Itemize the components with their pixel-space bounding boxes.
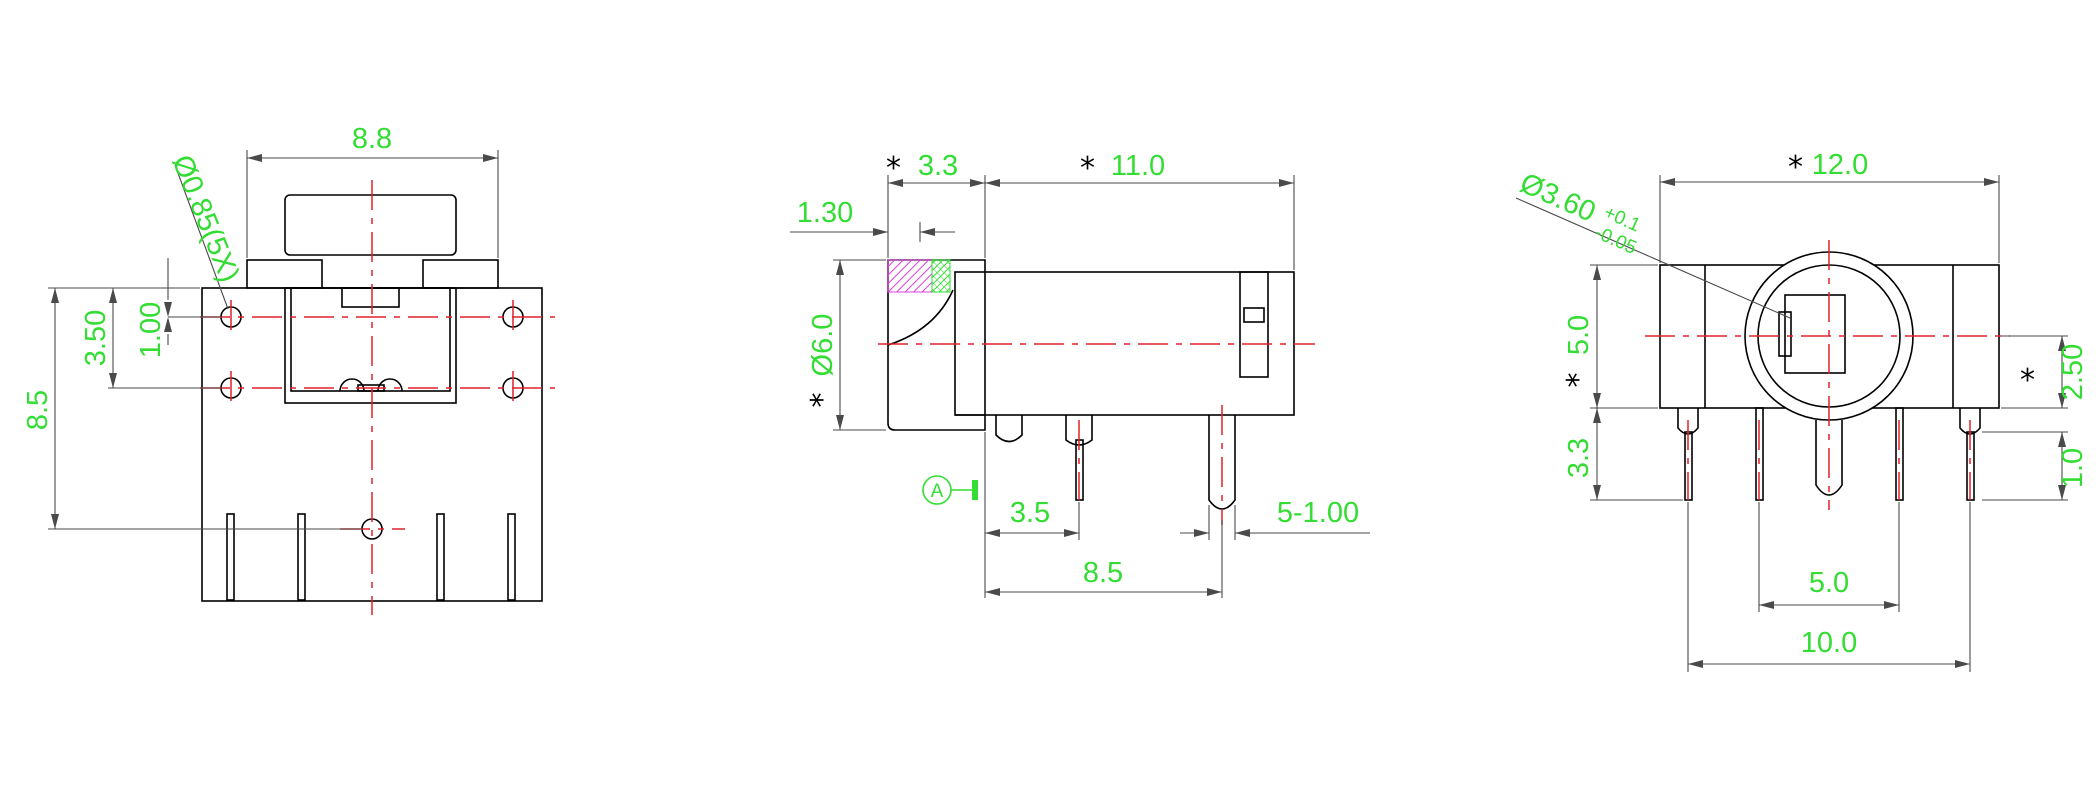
side-view: * 3.3 * 11.0 1.30 Ø6.0 * A 3.5 xyxy=(790,150,1370,598)
side-hatch-green xyxy=(931,259,951,293)
front-slot xyxy=(341,287,400,308)
side-flange-offset-label: 1.30 xyxy=(797,197,853,229)
side-asterisk-3: * xyxy=(805,393,840,408)
front-cap xyxy=(284,194,457,256)
rear-body-height-label: 5.0 xyxy=(1563,315,1595,355)
side-hatch-magenta xyxy=(887,259,933,293)
datum-label: A xyxy=(931,481,944,502)
rear-pin-tip-label: 1.0 xyxy=(2057,448,2089,488)
rear-asterisk-2: * xyxy=(1561,373,1596,388)
front-width-label: 8.8 xyxy=(352,123,392,155)
rear-contact xyxy=(1784,294,1846,374)
front-left-tab xyxy=(246,259,323,289)
side-body-length-label: 11.0 xyxy=(1111,150,1165,182)
front-latch xyxy=(339,378,403,392)
rear-pin-spacing-outer-label: 10.0 xyxy=(1801,627,1857,659)
side-pin-spacing-label: 8.5 xyxy=(1083,557,1123,589)
side-flange xyxy=(887,259,986,431)
side-flange-curve xyxy=(887,289,954,346)
side-asterisk-2: * xyxy=(1080,151,1095,186)
front-spacing-mid-label: 3.50 xyxy=(80,310,112,366)
front-window-inner xyxy=(290,287,451,392)
rear-pin-spacing-inner-label: 5.0 xyxy=(1809,567,1849,599)
rear-pin-3 xyxy=(1815,420,1843,496)
rear-asterisk-3: * xyxy=(2020,363,2035,398)
side-pin-offset-label: 3.5 xyxy=(1010,497,1050,529)
rear-contact-tab xyxy=(1778,311,1792,357)
side-diameter-label: Ø6.0 xyxy=(807,314,839,377)
side-latch xyxy=(1239,271,1269,378)
front-hole-callout: Ø0.85(5X) xyxy=(166,151,246,287)
side-pin-1 xyxy=(995,415,1023,443)
rear-bore-callout: Ø3.60 xyxy=(1515,167,1600,228)
front-spacing-small-label: 1.00 xyxy=(135,302,167,358)
rear-asterisk-1: * xyxy=(1788,150,1803,185)
rear-center-height-label: 2.50 xyxy=(2057,344,2089,400)
datum-marker xyxy=(972,480,978,500)
side-asterisk-1: * xyxy=(886,151,901,186)
side-flange-length-label: 3.3 xyxy=(918,150,958,182)
side-pin-width-label: 5-1.00 xyxy=(1277,497,1359,529)
front-right-tab xyxy=(422,259,499,289)
front-height-label: 8.5 xyxy=(22,390,54,430)
rear-width-label: 12.0 xyxy=(1812,149,1868,181)
rear-pin-height-label: 3.3 xyxy=(1563,438,1595,478)
rear-view: * 12.0 Ø3.60 +0.1 -0.05 5.0 * 3.3 2.50 * xyxy=(1515,149,2089,672)
front-pins xyxy=(226,513,516,601)
front-view: 8.8 Ø0.85(5X) 1.00 3.50 8.5 xyxy=(22,123,555,615)
